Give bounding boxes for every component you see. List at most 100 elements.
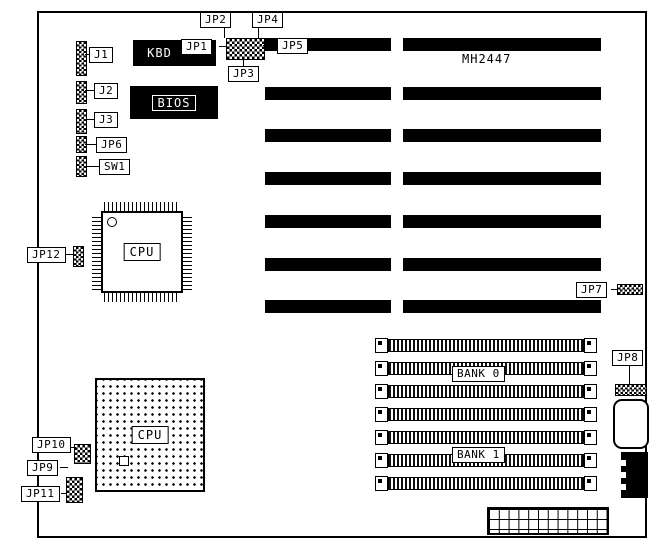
jp9-jp11-jumper-block <box>66 477 83 503</box>
simm-latch-left <box>375 384 388 399</box>
simm-body <box>388 339 584 352</box>
jp7-header <box>617 284 643 295</box>
simm-latch-left <box>375 407 388 422</box>
simm-latch-right <box>584 338 597 353</box>
pointer-line-jp8 <box>629 366 630 384</box>
cpu-pga-socket: CPU <box>95 378 205 492</box>
isa-slot-bar <box>265 215 391 228</box>
isa-slot-bar <box>265 129 391 142</box>
label-jp7: JP7 <box>576 282 608 298</box>
label-j1: J1 <box>89 47 114 63</box>
isa-slot-bar <box>265 300 391 313</box>
simm-slot <box>375 384 597 399</box>
label-j2: J2 <box>94 83 119 99</box>
isa-slot-bar <box>403 172 601 185</box>
pga-key-square <box>119 456 129 466</box>
simm-latch-right <box>584 476 597 491</box>
label-sw1: SW1 <box>99 159 131 175</box>
cpu-pga-label: CPU <box>131 426 169 444</box>
label-jp9: JP9 <box>27 460 59 476</box>
label-jp2: JP2 <box>200 12 232 28</box>
pointer-line-jp12 <box>66 254 73 255</box>
isa-slot-bar <box>265 172 391 185</box>
simm-slot <box>375 407 597 422</box>
port-notch <box>621 484 626 490</box>
isa-slot-bar <box>403 129 601 142</box>
isa-slot-bar <box>265 258 391 271</box>
qfp-pins-bottom <box>104 293 180 302</box>
label-jp3: JP3 <box>228 66 260 82</box>
simm-latch-right <box>584 384 597 399</box>
pointer-line-jp7 <box>611 289 617 290</box>
pointer-line-jp6 <box>85 144 96 145</box>
jp12-header <box>73 246 84 267</box>
pointer-line-jp11 <box>61 493 66 494</box>
pointer-line-j2 <box>85 90 94 91</box>
qfp-pins-right <box>183 214 192 290</box>
isa-slot-bar <box>265 87 391 100</box>
qfp-pins-left <box>92 214 101 290</box>
bios-chip-label: BIOS <box>151 94 197 111</box>
label-jp5: JP5 <box>277 38 309 54</box>
simm-body <box>388 431 584 444</box>
isa-slot-bar <box>403 258 601 271</box>
j3-header <box>76 109 87 134</box>
pointer-line-jp4 <box>258 28 259 38</box>
keyboard-port <box>621 452 648 498</box>
label-jp4: JP4 <box>252 12 284 28</box>
simm-latch-right <box>584 453 597 468</box>
cpu-qfp: CPU <box>92 202 192 302</box>
label-jp6: JP6 <box>96 137 128 153</box>
kbd-chip-label: KBD <box>147 46 172 60</box>
simm-latch-left <box>375 430 388 445</box>
simm-latch-right <box>584 430 597 445</box>
label-jp12: JP12 <box>27 247 66 263</box>
label-jp8: JP8 <box>612 350 644 366</box>
pointer-line-j3 <box>85 119 94 120</box>
pointer-line-jp5 <box>263 45 277 46</box>
simm-slot <box>375 338 597 353</box>
bios-chip: BIOS <box>130 86 218 119</box>
qfp-pin1-dot <box>107 217 117 227</box>
simm-latch-right <box>584 361 597 376</box>
isa-slot-bar <box>403 38 601 51</box>
jp10-jumper-block <box>74 444 91 464</box>
label-bank1: BANK 1 <box>452 447 505 463</box>
cpu-qfp-label: CPU <box>123 243 161 261</box>
label-jp11: JP11 <box>21 486 60 502</box>
j2-header <box>76 81 87 104</box>
isa-slot-bar <box>403 215 601 228</box>
jp8-header <box>615 384 647 396</box>
isa-slot-bar <box>403 87 601 100</box>
label-j3: J3 <box>94 112 119 128</box>
pointer-line-jp2 <box>224 28 225 38</box>
power-connector <box>487 507 609 535</box>
isa-slot-bar <box>403 300 601 313</box>
simm-latch-left <box>375 338 388 353</box>
simm-body <box>388 477 584 490</box>
j1-header <box>76 41 87 76</box>
simm-latch-left <box>375 361 388 376</box>
simm-latch-left <box>375 453 388 468</box>
label-bank0: BANK 0 <box>452 366 505 382</box>
pointer-line-jp3 <box>243 58 244 66</box>
simm-slot <box>375 430 597 445</box>
pointer-line-jp9 <box>60 467 68 468</box>
port-notch <box>621 460 626 466</box>
pointer-line-jp10 <box>66 447 76 448</box>
qfp-pins-top <box>104 202 180 211</box>
jp2-jp5-jumper-block <box>226 38 265 60</box>
label-jp10: JP10 <box>32 437 71 453</box>
din-connector-outline <box>613 399 649 449</box>
simm-latch-right <box>584 407 597 422</box>
port-notch <box>621 472 626 478</box>
pointer-line-jp1 <box>219 46 226 47</box>
simm-body <box>388 385 584 398</box>
simm-latch-left <box>375 476 388 491</box>
simm-body <box>388 408 584 421</box>
label-jp1: JP1 <box>181 39 213 55</box>
simm-slot <box>375 476 597 491</box>
pointer-line-j1 <box>85 54 89 55</box>
model-number: MH2447 <box>462 52 512 66</box>
